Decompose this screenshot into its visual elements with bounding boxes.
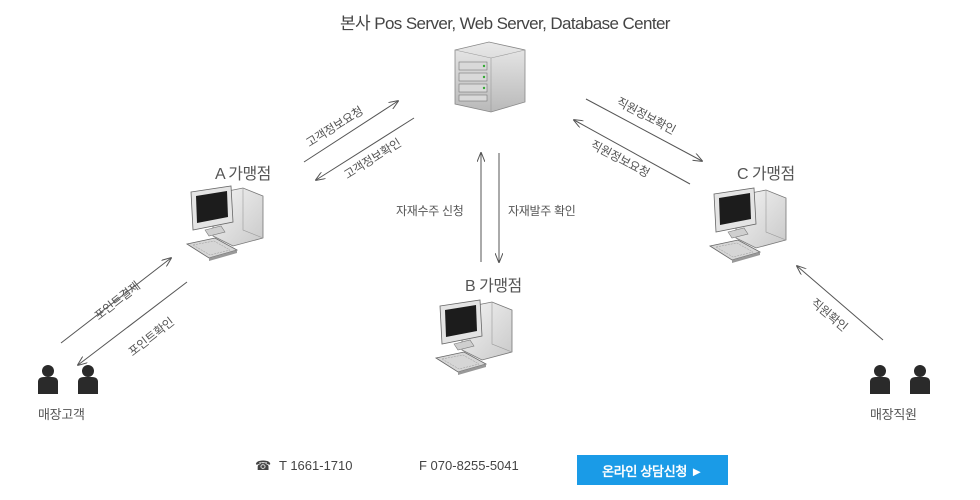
staff-label: 매장직원 [870,407,917,422]
customers-label: 매장고객 [38,407,85,422]
customer-person-icon-2 [78,365,98,394]
computer-icon-b [435,299,513,376]
arrow-a-to-hq [303,101,398,163]
arrow-label-hq-to-b: 자재발주 확인 [508,204,576,218]
arrow-hq-to-a [316,117,415,180]
computer-icon-a [186,185,264,262]
store-b-label: B 가맹점 [465,278,522,295]
staff-person-icon-2 [910,365,930,394]
fax-number: F 070-8255-5041 [419,458,519,473]
arrow-hq-to-c [585,98,702,161]
customer-person-icon-1 [38,365,58,394]
arrow-label-b-to-hq: 자재수주 신청 [396,204,464,218]
arrow-staff-to-c [797,266,884,341]
server-icon [454,41,526,113]
arrow-a-to-cust [78,281,188,365]
online-consult-label: 온라인 상담신청 ► [602,463,703,479]
staff-person-icon-1 [870,365,890,394]
arrow-c-to-hq [574,120,691,185]
phone-number: T 1661-1710 [279,458,353,473]
computer-icon-c [709,187,787,264]
store-a-label: A 가맹점 [215,166,271,183]
phone-icon: ☎ [255,458,272,473]
hq-title: 본사 Pos Server, Web Server, Database Cent… [340,14,670,33]
arrow-cust-to-a [60,258,171,344]
store-c-label: C 가맹점 [737,166,795,183]
online-consult-button[interactable]: 온라인 상담신청 ► [577,455,728,485]
